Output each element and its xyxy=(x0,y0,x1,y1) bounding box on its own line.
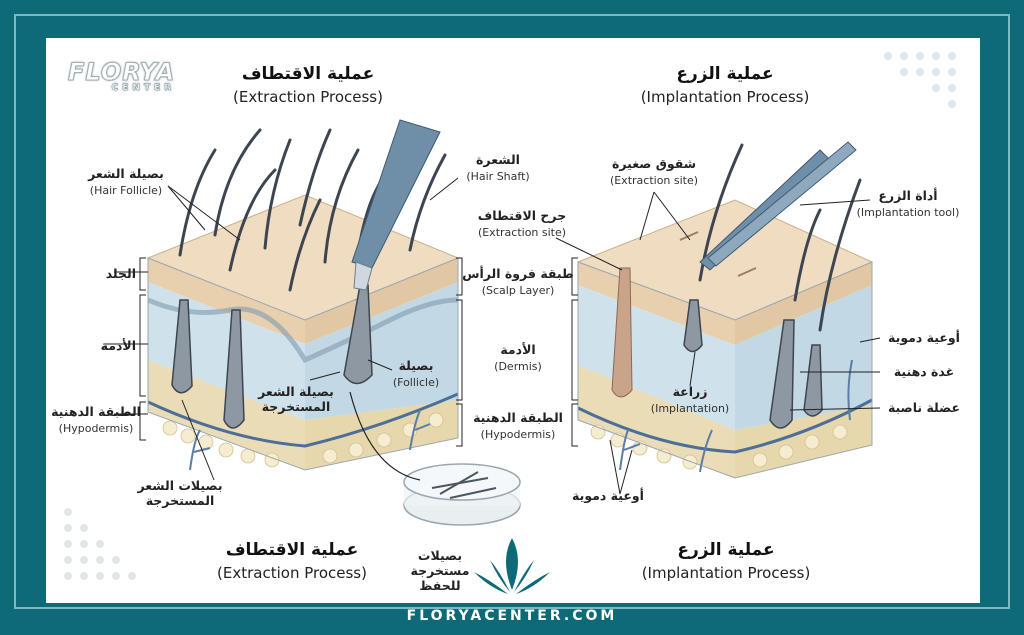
label-hypodermis-mid-en: (Hypodermis) xyxy=(480,428,556,441)
label-tool-en: (Implantation tool) xyxy=(856,206,960,219)
decorative-dots-top-right xyxy=(884,52,956,108)
label-erector-muscle-ar: عضلة ناصبة xyxy=(887,400,961,415)
extraction-title-en-top: (Extraction Process) xyxy=(233,88,383,106)
extraction-layer-brackets xyxy=(139,257,146,441)
label-hypodermis-mid-ar: الطبقة الدهنية xyxy=(473,410,563,425)
label-implantation-ar: زراعة xyxy=(672,384,708,399)
implantation-title-ar-bottom: عملية الزرع xyxy=(677,540,775,560)
implantation-title-en-top: (Implantation Process) xyxy=(640,88,810,106)
label-small-slits-en: (Extraction site) xyxy=(609,174,699,187)
extraction-title-en-bottom: (Extraction Process) xyxy=(217,564,367,582)
implantation-title-ar-top: عملية الزرع xyxy=(676,64,774,84)
label-dermis-ar: الأدمة xyxy=(100,338,136,353)
label-small-slits-ar: شقوق صغيرة xyxy=(611,156,697,171)
label-hair-shaft-ar: الشعرة xyxy=(476,152,520,167)
label-hypodermis-en: (Hypodermis) xyxy=(58,422,134,435)
label-hypodermis-ar: الطبقة الدهنية xyxy=(51,404,141,419)
florya-logo: FLORYA CENTER xyxy=(67,58,176,94)
implantation-leader-lines xyxy=(555,191,881,495)
label-skin-ar: الجلد xyxy=(105,266,136,281)
logo-main-text: FLORYA xyxy=(67,58,176,87)
label-extracted-follicles-ar: بصيلات الشعر المستخرجة xyxy=(137,478,223,508)
label-tool-ar: أداة الزرع xyxy=(878,188,938,203)
implantation-title-en-bottom: (Implantation Process) xyxy=(641,564,811,582)
label-follicle-en: (Follicle) xyxy=(392,376,440,389)
label-scalp-ar: طبقة فروة الرأس xyxy=(462,266,574,281)
label-implantation-en: (Implantation) xyxy=(650,402,730,415)
label-hair-shaft-en: (Hair Shaft) xyxy=(466,170,530,183)
label-extracted-follicle-ar: بصيلة الشعر المستخرجة xyxy=(258,384,334,414)
label-hair-follicle-ar: بصيلة الشعر xyxy=(88,166,164,181)
label-dermis-mid-ar: الأدمة xyxy=(500,342,536,357)
decorative-dots-bottom-left xyxy=(64,508,136,580)
label-storage-ar: بصيلات مستخرجة للحفظ xyxy=(410,548,470,593)
label-extraction-site-ar: جرح الاقتطاف xyxy=(477,208,567,223)
extraction-skin-block xyxy=(146,128,460,471)
label-sebaceous-gland-ar: غدة دهنية xyxy=(893,364,955,379)
label-scalp-en: (Scalp Layer) xyxy=(481,284,555,297)
footer-url[interactable]: FLORYACENTER.COM xyxy=(406,608,618,624)
label-extraction-site-en: (Extraction site) xyxy=(477,226,567,239)
label-hair-follicle-en: (Hair Follicle) xyxy=(89,184,163,197)
label-blood-vessels2-ar: أوعية دموية xyxy=(572,488,644,503)
extraction-title-ar-bottom: عملية الاقتطاف xyxy=(225,540,359,560)
implantation-skin-block xyxy=(576,143,874,479)
storage-dish xyxy=(403,463,521,526)
implantation-tool xyxy=(699,141,857,271)
extraction-punch-tool xyxy=(351,119,441,291)
label-follicle-ar: بصيلة xyxy=(398,358,434,373)
label-blood-vessels-ar: أوعية دموية xyxy=(888,330,960,345)
arrow-to-dish xyxy=(349,391,421,481)
middle-layer-brackets xyxy=(456,257,578,447)
extraction-title-ar-top: عملية الاقتطاف xyxy=(241,64,375,84)
logo-sub-text: CENTER xyxy=(111,83,176,94)
label-dermis-mid-en: (Dermis) xyxy=(494,360,542,373)
extraction-leader-lines xyxy=(104,177,459,481)
